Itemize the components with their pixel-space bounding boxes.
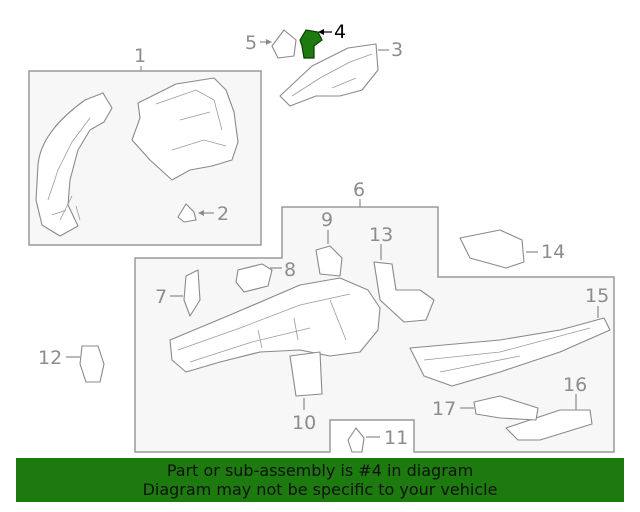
callout-3: 3 (391, 39, 403, 61)
callout-17: 17 (432, 398, 456, 420)
assembly-6-group (66, 199, 615, 453)
callout-12: 12 (38, 347, 62, 369)
part-10-bracket (289, 351, 323, 397)
front-frame-rail (169, 277, 381, 373)
callout-9: 9 (321, 209, 333, 231)
part-13-bracket (373, 261, 435, 323)
callout-2: 2 (217, 203, 229, 225)
part-17-bracket (473, 395, 539, 421)
part-2-bracket (177, 203, 197, 223)
callout-labels: 1 2 3 4 5 6 7 8 9 10 11 12 13 14 15 16 1… (38, 21, 609, 449)
part-12-bracket (79, 345, 105, 383)
callout-1: 1 (134, 45, 146, 67)
part-11-clip (347, 427, 365, 453)
callout-4: 4 (334, 21, 346, 43)
callout-7: 7 (155, 286, 167, 308)
wheelhouse-inner-panel-left (35, 92, 113, 237)
callout-6: 6 (353, 179, 365, 201)
callout-13: 13 (369, 224, 393, 246)
callout-5: 5 (245, 32, 257, 54)
callout-16: 16 (563, 374, 587, 396)
notice-line-2: Diagram may not be specific to your vehi… (142, 480, 498, 499)
part-4-highlighted (299, 29, 323, 59)
rocker-sill (409, 317, 611, 387)
part-3-upper-rail (279, 43, 379, 107)
upper-rail-parts (260, 29, 389, 107)
callout-11: 11 (384, 427, 408, 449)
callout-15: 15 (585, 285, 609, 307)
callout-10: 10 (292, 412, 316, 434)
assembly-1-group (28, 66, 262, 246)
part-8-bracket (235, 263, 273, 293)
part-5-bracket (271, 29, 297, 59)
callout-14: 14 (541, 241, 565, 263)
notice-banner: Part or sub-assembly is #4 in diagram Di… (16, 458, 624, 502)
part-9-bracket (315, 245, 343, 277)
callout-8: 8 (284, 259, 296, 281)
part-7-bracket (183, 269, 201, 317)
part-14-panel (459, 229, 525, 269)
notice-line-1: Part or sub-assembly is #4 in diagram (166, 461, 474, 480)
part-16-panel (505, 409, 593, 441)
